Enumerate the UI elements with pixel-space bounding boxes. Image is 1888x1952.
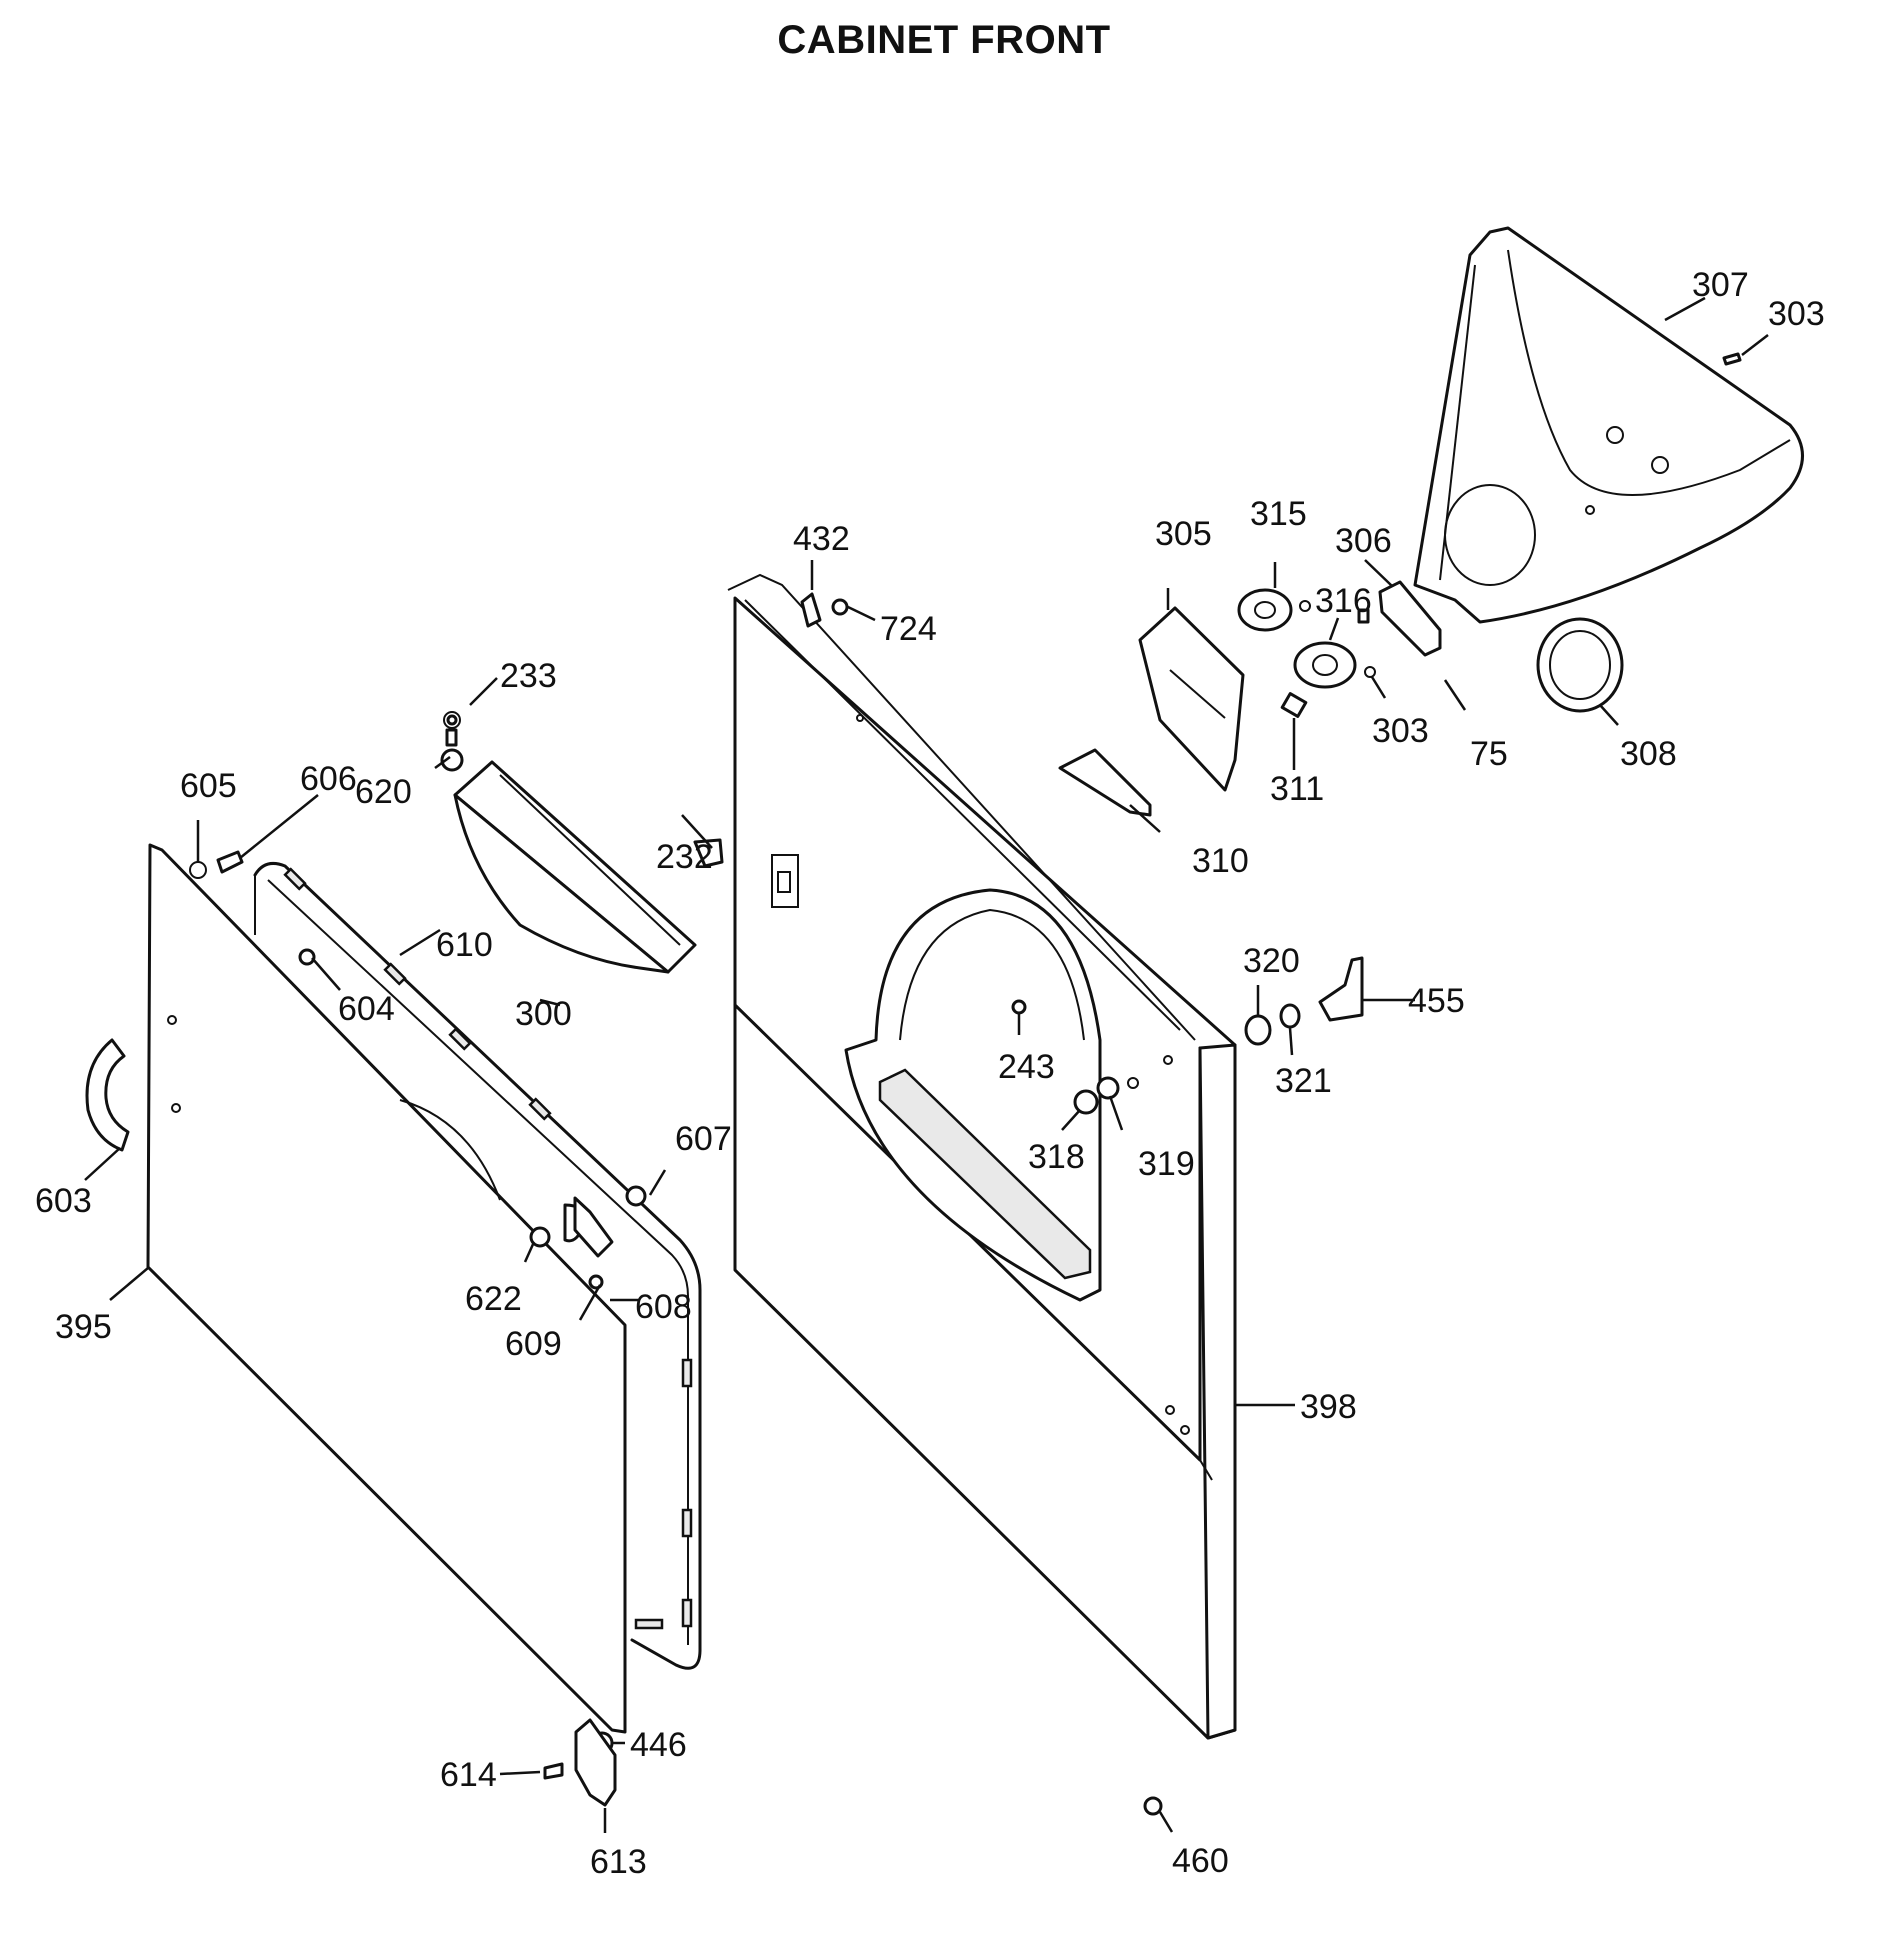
callout-607: 607	[675, 1120, 732, 1158]
callout-614: 614	[440, 1756, 497, 1794]
thermostats	[1237, 588, 1376, 718]
callout-75: 75	[1470, 735, 1508, 773]
callout-460: 460	[1172, 1842, 1229, 1880]
callout-620: 620	[355, 773, 412, 811]
callout-606: 606	[300, 760, 357, 798]
callout-605: 605	[180, 767, 237, 805]
callout-305: 305	[1155, 515, 1212, 553]
callout-300: 300	[515, 995, 572, 1033]
callout-321: 321	[1275, 1062, 1332, 1100]
callout-315: 315	[1250, 495, 1307, 533]
callout-310: 310	[1192, 842, 1249, 880]
callout-303-upper: 303	[1768, 295, 1825, 333]
seal-ring	[1536, 617, 1624, 713]
callout-307: 307	[1692, 266, 1749, 304]
leader-lines	[84, 296, 1769, 1833]
small-hardware	[189, 352, 1742, 1816]
callout-320: 320	[1243, 942, 1300, 980]
callout-243: 243	[998, 1048, 1055, 1086]
callout-613: 613	[590, 1843, 647, 1881]
blower-bracket	[1378, 580, 1442, 657]
callout-233: 233	[500, 657, 557, 695]
door-liner	[253, 862, 702, 1670]
door-panel	[146, 843, 627, 1734]
blower-housing	[1413, 226, 1804, 624]
callout-318: 318	[1028, 1138, 1085, 1176]
lint-filter	[453, 760, 697, 974]
callout-622: 622	[465, 1280, 522, 1318]
callout-608: 608	[635, 1288, 692, 1326]
callout-446: 446	[630, 1726, 687, 1764]
callout-316: 316	[1315, 582, 1372, 620]
callout-603: 603	[35, 1182, 92, 1220]
callout-303-lower: 303	[1372, 712, 1429, 750]
callout-432: 432	[793, 520, 850, 558]
mounting-bracket	[1058, 606, 1245, 817]
callout-319: 319	[1138, 1145, 1195, 1183]
callout-724: 724	[880, 610, 937, 648]
callout-609: 609	[505, 1325, 562, 1363]
callout-311: 311	[1270, 770, 1324, 808]
callout-labels: 233 620 605 606 610 604 300 232 603 395 …	[35, 266, 1825, 1881]
callout-395: 395	[55, 1308, 112, 1346]
callout-604: 604	[338, 990, 395, 1028]
callout-398: 398	[1300, 1388, 1357, 1426]
callout-306: 306	[1335, 522, 1392, 560]
callout-610: 610	[436, 926, 493, 964]
callout-308: 308	[1620, 735, 1677, 773]
door-handle	[85, 1038, 130, 1152]
callout-455: 455	[1408, 982, 1465, 1020]
front-panel	[727, 573, 1237, 1740]
page-title: CABINET FRONT	[777, 18, 1111, 62]
callout-232: 232	[656, 838, 713, 876]
